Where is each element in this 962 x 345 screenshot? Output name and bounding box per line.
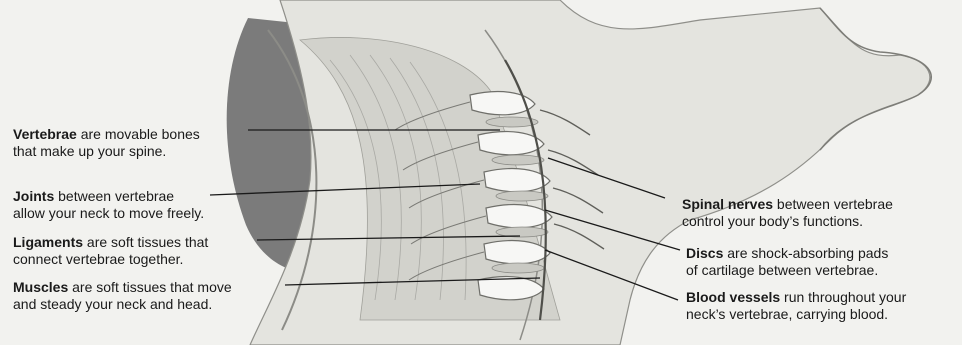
text-joints-line2: allow your neck to move freely.	[13, 205, 204, 222]
text-vertebrae-line1: are movable bones	[77, 126, 200, 142]
label-discs: Discs are shock-absorbing pads of cartil…	[686, 245, 888, 279]
text-ligaments-line2: connect vertebrae together.	[13, 251, 208, 268]
term-discs: Discs	[686, 245, 723, 261]
label-blood-vessels: Blood vessels run throughout your neck’s…	[686, 289, 906, 323]
label-spinal-nerves: Spinal nerves between vertebrae control …	[682, 196, 893, 230]
term-vertebrae: Vertebrae	[13, 126, 77, 142]
term-blood-vessels: Blood vessels	[686, 289, 780, 305]
text-spinal-nerves-line1: between vertebrae	[773, 196, 893, 212]
text-muscles-line1: are soft tissues that move	[68, 279, 231, 295]
text-joints-line1: between vertebrae	[54, 188, 174, 204]
label-joints: Joints between vertebrae allow your neck…	[13, 188, 204, 222]
term-muscles: Muscles	[13, 279, 68, 295]
text-muscles-line2: and steady your neck and head.	[13, 296, 232, 313]
term-joints: Joints	[13, 188, 54, 204]
text-vertebrae-line2: that make up your spine.	[13, 143, 200, 160]
text-spinal-nerves-line2: control your body’s functions.	[682, 213, 893, 230]
label-vertebrae: Vertebrae are movable bones that make up…	[13, 126, 200, 160]
label-muscles: Muscles are soft tissues that move and s…	[13, 279, 232, 313]
text-blood-vessels-line2: neck’s vertebrae, carrying blood.	[686, 306, 906, 323]
text-discs-line2: of cartilage between vertebrae.	[686, 262, 888, 279]
text-ligaments-line1: are soft tissues that	[83, 234, 208, 250]
term-ligaments: Ligaments	[13, 234, 83, 250]
text-discs-line1: are shock-absorbing pads	[723, 245, 888, 261]
label-ligaments: Ligaments are soft tissues that connect …	[13, 234, 208, 268]
text-blood-vessels-line1: run throughout your	[780, 289, 906, 305]
term-spinal-nerves: Spinal nerves	[682, 196, 773, 212]
